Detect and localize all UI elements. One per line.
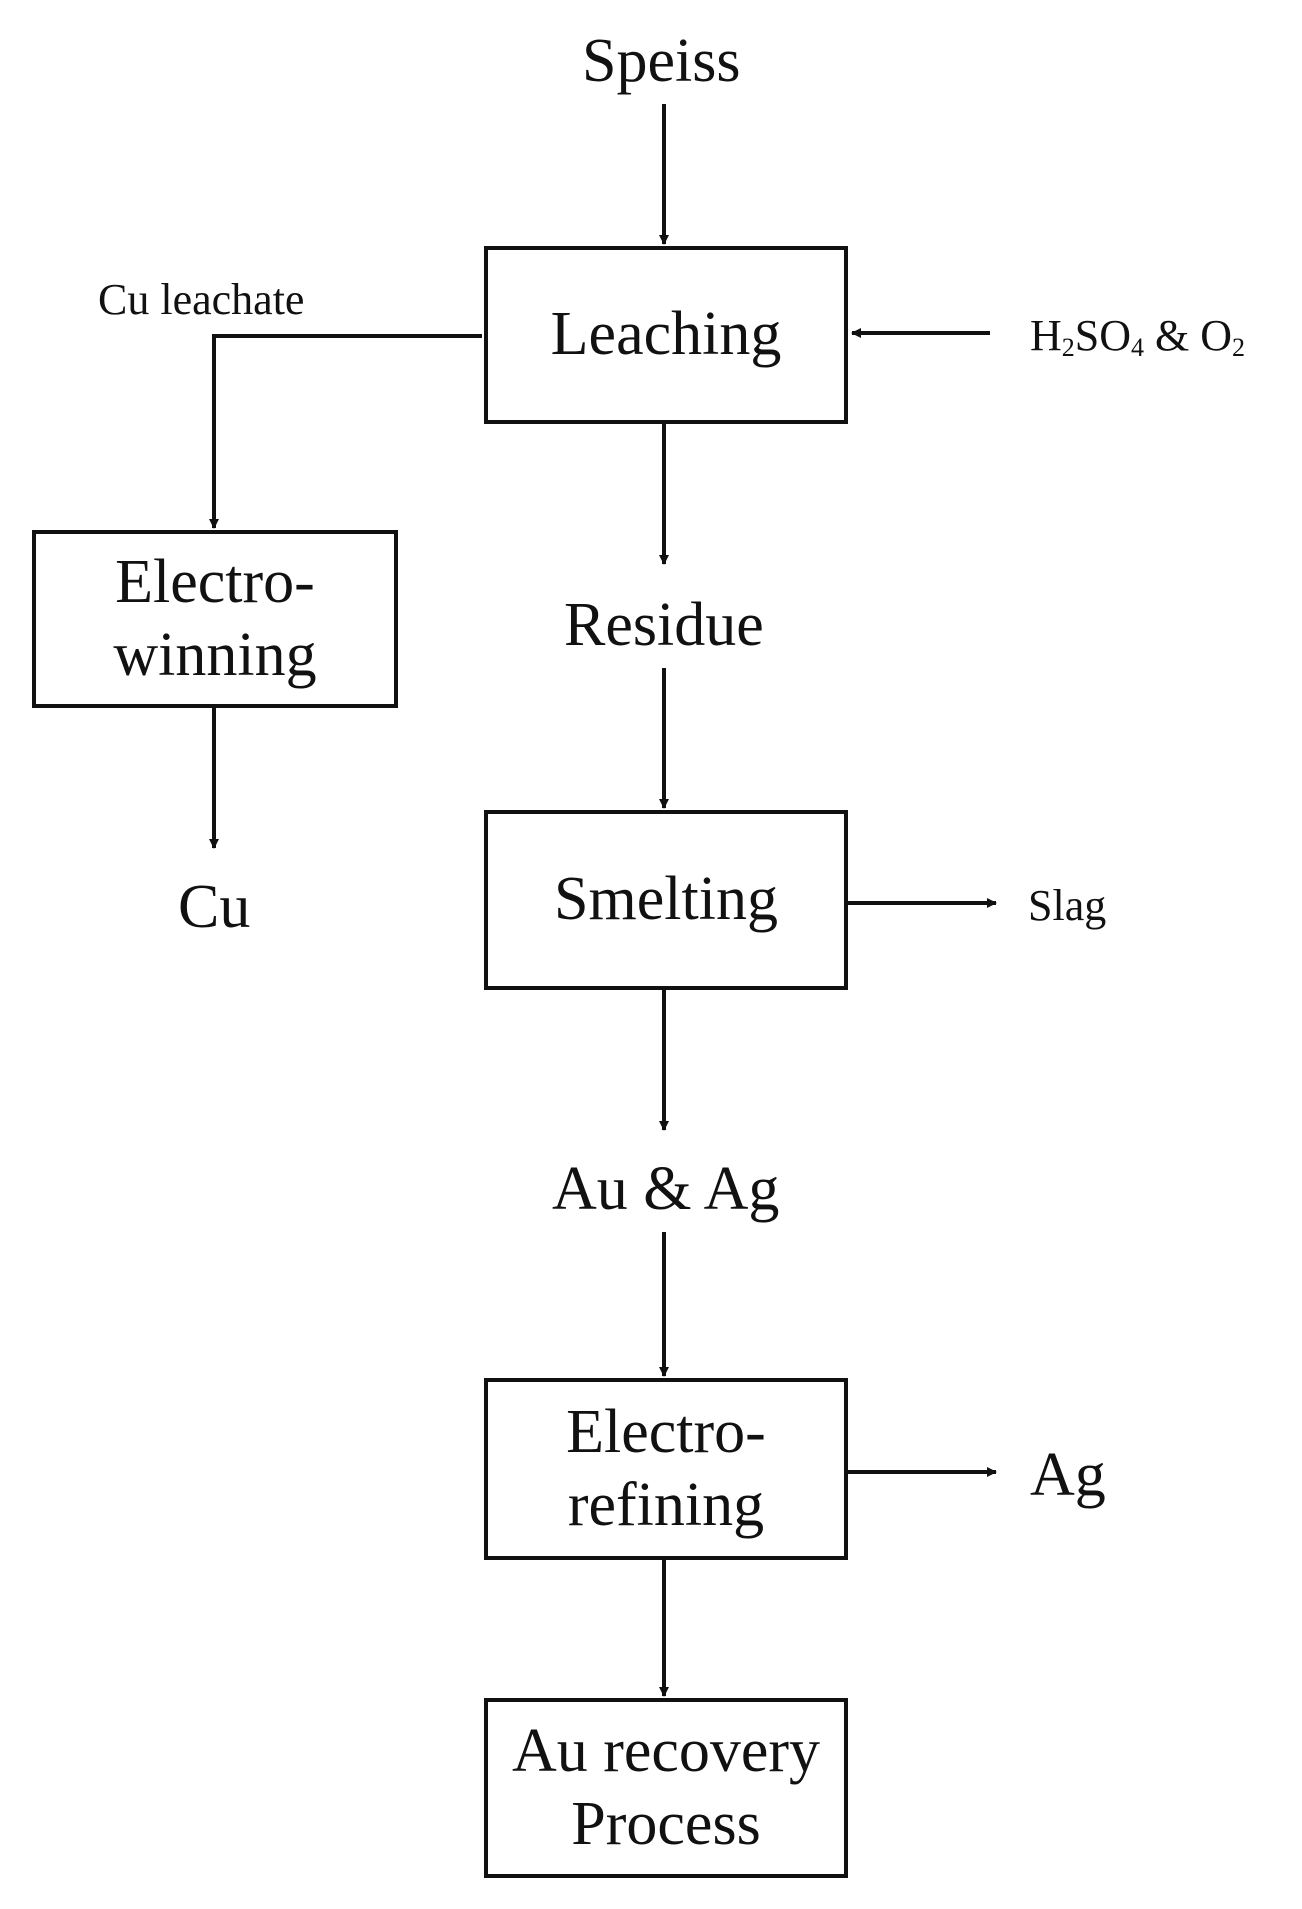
electrowinning-label: Electro- winning (113, 547, 317, 689)
reagent-so: SO (1074, 311, 1132, 360)
cu-leachate-label: Cu leachate (98, 275, 305, 324)
smelting-label: Smelting (554, 865, 778, 934)
leaching-label: Leaching (550, 300, 782, 369)
reagent-so-sub: 4 (1131, 333, 1145, 362)
electrorefining-box: Electro- refining (484, 1378, 848, 1560)
ag-output-label: Ag (1030, 1441, 1106, 1509)
arrow-leaching-to-electrowinning (209, 334, 482, 529)
reagent-label: H2SO4 & O2 (1030, 314, 1245, 361)
cu-output-label: Cu (178, 873, 251, 941)
reagent-h-sub: 2 (1061, 333, 1075, 362)
reagent-o-sub: 2 (1232, 333, 1246, 362)
speiss-label: Speiss (582, 27, 741, 95)
residue-label: Residue (564, 591, 764, 659)
au-recovery-box: Au recovery Process (484, 1698, 848, 1878)
au-ag-label: Au & Ag (552, 1155, 780, 1223)
electrowinning-box: Electro- winning (32, 530, 398, 708)
electrorefining-label: Electro- refining (566, 1397, 766, 1539)
reagent-o: & O (1144, 311, 1233, 360)
leaching-box: Leaching (484, 246, 848, 424)
slag-label: Slag (1028, 881, 1107, 930)
reagent-h: H (1030, 311, 1062, 360)
au-recovery-label: Au recovery Process (511, 1716, 821, 1858)
smelting-box: Smelting (484, 810, 848, 990)
